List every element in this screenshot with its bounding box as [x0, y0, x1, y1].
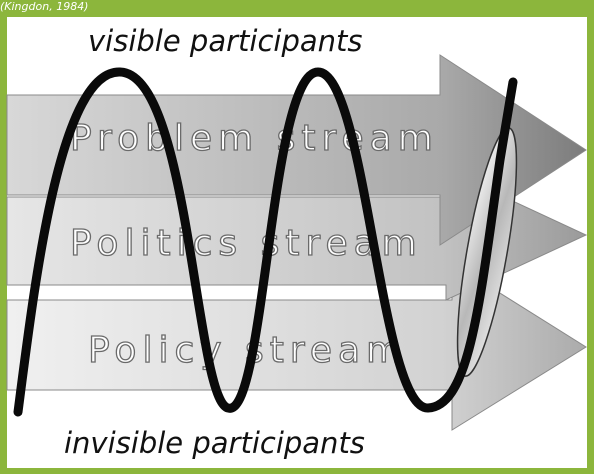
participants-wave [13, 67, 518, 417]
politics-stream-label: Politics stream [70, 223, 423, 264]
visible-participants-caption: visible participants [88, 24, 363, 58]
problem-stream-label: Problem stream [70, 118, 439, 159]
invisible-participants-caption: invisible participants [64, 426, 365, 460]
policy-stream-label: Policy stream [88, 330, 407, 371]
header-caption: (Kingdon, 1984) [0, 0, 89, 13]
